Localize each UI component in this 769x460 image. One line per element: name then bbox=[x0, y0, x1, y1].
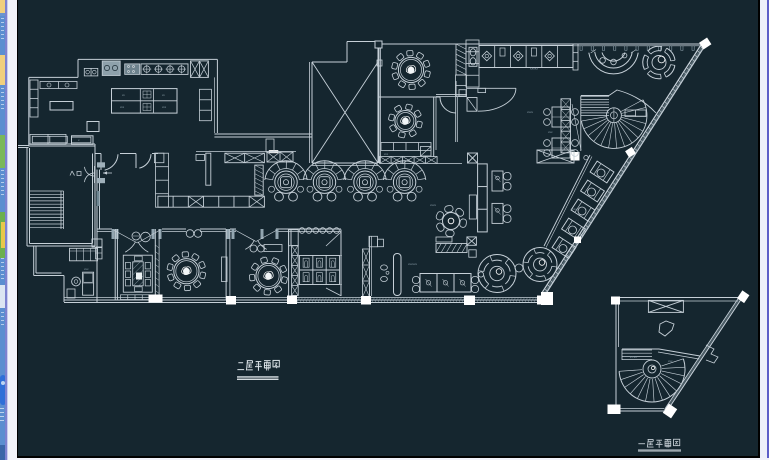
svg-text:xxxxx: xxxxx bbox=[530, 67, 538, 71]
svg-text:xxx: xxx bbox=[384, 152, 389, 156]
svg-text:xxx: xxx bbox=[120, 105, 125, 109]
svg-text:xxxx: xxxx bbox=[527, 110, 534, 114]
svg-text:xxx: xxx bbox=[84, 267, 89, 271]
svg-text:xxx: xxx bbox=[162, 105, 167, 109]
svg-text:xx: xx bbox=[262, 255, 266, 259]
svg-text:xx: xx bbox=[162, 93, 165, 97]
svg-text:xxx: xxx bbox=[668, 359, 673, 363]
svg-text:1715: 1715 bbox=[630, 355, 637, 359]
svg-text:x: x bbox=[78, 138, 80, 142]
svg-text:xxx: xxx bbox=[548, 130, 553, 134]
svg-text:xxxxxx: xxxxxx bbox=[408, 262, 418, 266]
svg-text:xx: xx bbox=[122, 93, 125, 97]
svg-text:xxxx: xxxx bbox=[430, 203, 437, 207]
svg-text:xxxx: xxxx bbox=[571, 207, 577, 211]
